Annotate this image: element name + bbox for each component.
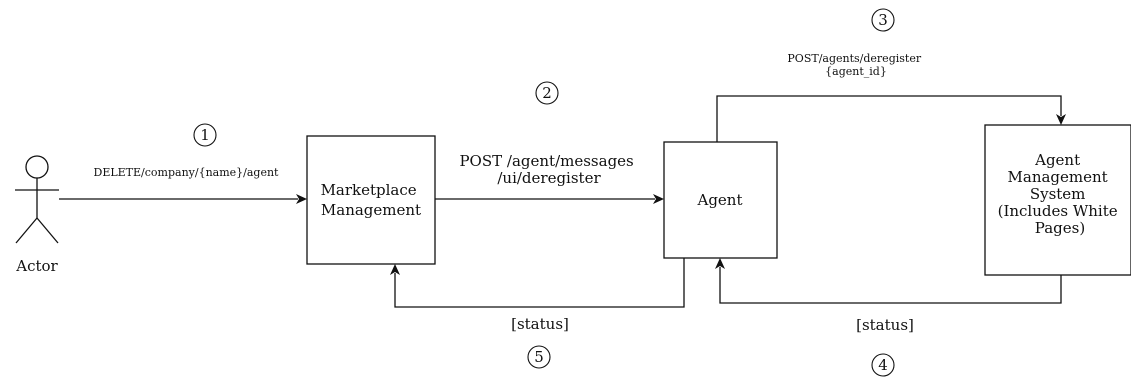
step-number-4: 4: [878, 356, 888, 374]
ams-label-line-1: Agent: [1034, 151, 1080, 169]
svg-text:Marketplace Management: Marketplace Management: [321, 181, 422, 219]
edge-post-messages: POST /agent/messages /ui/deregister: [435, 152, 664, 204]
edge-status-from-ams-label: [status]: [856, 316, 914, 334]
edge-delete-label: DELETE/company/{name}/agent: [94, 166, 280, 179]
step-marker-4: 4: [871, 353, 895, 377]
edge-delete-request: DELETE/company/{name}/agent: [59, 166, 307, 204]
step-number-2: 2: [542, 84, 552, 102]
actor-icon: [15, 155, 59, 244]
step-number-1: 1: [200, 126, 210, 144]
step-marker-2: 2: [535, 81, 559, 105]
ams-label-line-2: Management: [1008, 168, 1108, 186]
actor-label: Actor: [15, 257, 58, 275]
step-marker-5: 5: [527, 345, 551, 369]
step-marker-1: 1: [193, 123, 217, 147]
edge-status-to-marketplace: [status]: [390, 258, 685, 333]
agent-management-system-node: Agent Management System (Includes White …: [984, 124, 1131, 276]
svg-text:POST/agents/deregister {: POST/agents/deregister {agent_id}: [787, 52, 924, 78]
edge-status-to-marketplace-label: [status]: [511, 315, 569, 333]
svg-text:POST /agent/messages /ui: POST /agent/messages /ui/deregister: [459, 152, 638, 187]
edge-post-deregister: POST/agents/deregister {agent_id}: [716, 52, 1066, 142]
step-number-5: 5: [534, 348, 544, 366]
actor: Actor: [15, 155, 59, 275]
step-marker-3: 3: [871, 8, 895, 32]
ams-label-line-4: (Includes White: [998, 202, 1118, 220]
step-number-3: 3: [878, 11, 888, 29]
ams-label-line-5: Pages): [1035, 219, 1085, 237]
marketplace-label-line-2: Management: [321, 201, 421, 219]
edge-post-messages-line-2: /ui/deregister: [497, 169, 601, 187]
agent-node: Agent: [663, 141, 778, 259]
svg-text:Agent Management S: Agent Management System (Includes White …: [998, 151, 1123, 237]
marketplace-label-line-1: Marketplace: [321, 181, 417, 199]
edge-status-from-ams: [status]: [715, 258, 1062, 334]
edge-post-deregister-line-1: POST/agents/deregister: [787, 52, 921, 65]
edge-post-deregister-line-2: {agent_id}: [825, 65, 887, 78]
agent-label: Agent: [697, 191, 743, 209]
ams-label-line-3: System: [1030, 185, 1086, 203]
edge-post-messages-line-1: POST /agent/messages: [459, 152, 633, 170]
marketplace-management-node: Marketplace Management: [306, 135, 436, 265]
